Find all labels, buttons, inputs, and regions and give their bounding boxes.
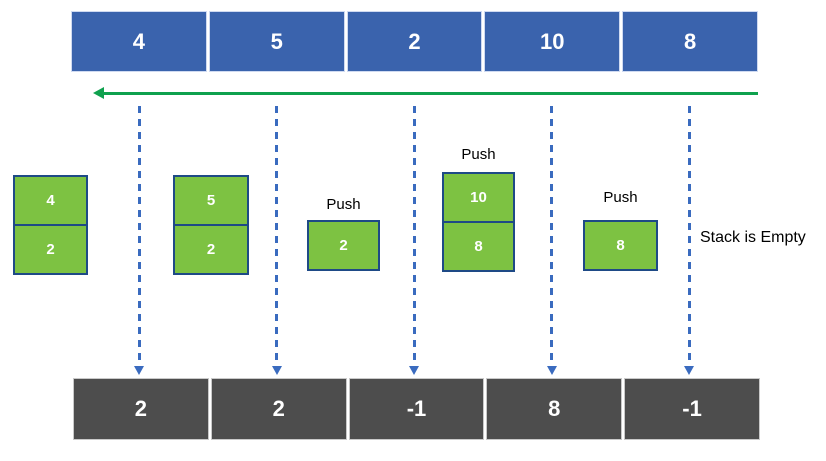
result-cell: -1 bbox=[348, 378, 485, 440]
down-arrow-dashed-line bbox=[137, 106, 141, 366]
result-cell: -1 bbox=[624, 378, 760, 440]
result-cell: 8 bbox=[486, 378, 623, 440]
result-cell: 2 bbox=[210, 378, 347, 440]
down-arrow-icon bbox=[409, 366, 419, 375]
input-cell: 5 bbox=[208, 11, 345, 72]
stack-state-5: 8 bbox=[583, 220, 658, 271]
stack-cell: 8 bbox=[585, 222, 656, 269]
input-array: 4 5 2 10 8 bbox=[71, 11, 758, 72]
input-cell: 2 bbox=[346, 11, 483, 72]
stack-empty-label: Stack is Empty bbox=[700, 229, 806, 246]
stack-cell: 8 bbox=[444, 221, 513, 270]
down-arrow-icon bbox=[134, 366, 144, 375]
down-arrow-dashed-line bbox=[687, 106, 691, 366]
push-label: Push bbox=[603, 189, 638, 206]
stack-cell: 10 bbox=[444, 174, 513, 221]
down-arrow-dashed-line bbox=[550, 106, 553, 366]
left-arrow-icon bbox=[93, 87, 104, 99]
stack-state-2: 5 2 bbox=[173, 175, 249, 275]
stack-state-4: 10 8 bbox=[442, 172, 515, 272]
stack-cell: 2 bbox=[175, 224, 247, 273]
stack-state-3: 2 bbox=[307, 220, 380, 271]
down-arrow-icon bbox=[684, 366, 694, 375]
down-arrow-icon bbox=[546, 366, 557, 375]
down-arrow-dashed-line bbox=[412, 106, 416, 366]
down-arrow-dashed-line bbox=[275, 106, 278, 366]
stack-state-1: 4 2 bbox=[13, 175, 88, 275]
input-cell: 4 bbox=[71, 11, 207, 72]
result-cell: 2 bbox=[73, 378, 209, 440]
stack-cell: 2 bbox=[309, 222, 378, 269]
result-array: 2 2 -1 8 -1 bbox=[73, 378, 760, 440]
push-label: Push bbox=[461, 146, 496, 163]
input-cell: 8 bbox=[622, 11, 758, 72]
stack-cell: 5 bbox=[175, 177, 247, 224]
input-cell: 10 bbox=[484, 11, 621, 72]
push-label: Push bbox=[326, 196, 361, 213]
stack-cell: 4 bbox=[15, 177, 86, 224]
traversal-arrow-line bbox=[102, 92, 758, 95]
down-arrow-icon bbox=[271, 366, 282, 375]
stack-cell: 2 bbox=[15, 224, 86, 273]
